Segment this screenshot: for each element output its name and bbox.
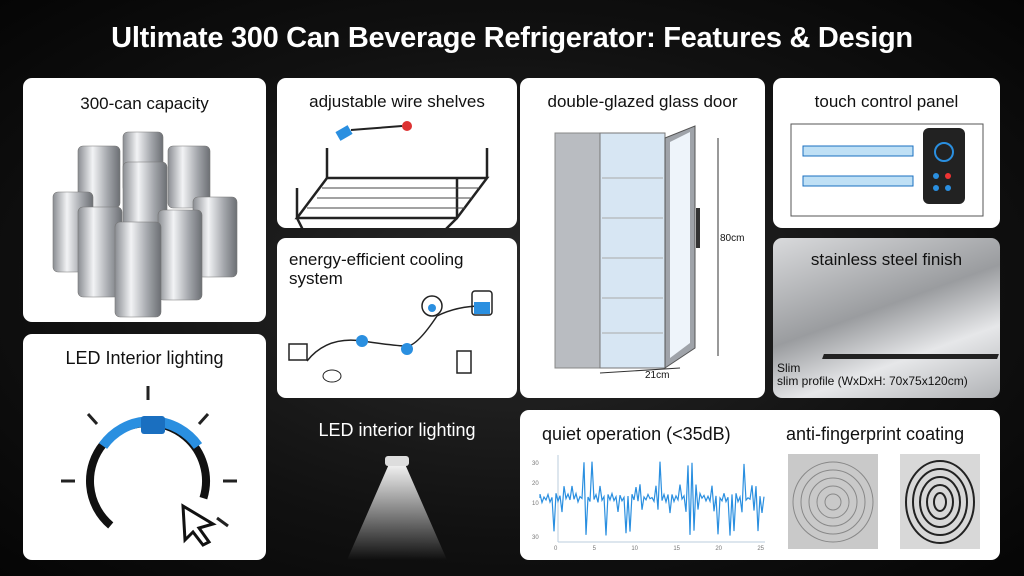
x-tick: 10 (631, 546, 638, 552)
quiet-label: quiet operation (<35dB) (542, 424, 731, 444)
y-tick: 10 (532, 501, 539, 507)
steel-label: stainless steel finish (810, 250, 963, 269)
cooling-diagram (288, 290, 493, 383)
sound-wave-chart (539, 455, 765, 543)
spotlight-icon (347, 456, 447, 560)
y-tick: 30 (532, 535, 539, 541)
height-dimension: 80cm (720, 233, 745, 244)
bottom-right-card: quiet operation (<35dB) anti-fingerprint… (520, 410, 1000, 560)
x-tick: 20 (715, 546, 722, 552)
fingerprint-icon (788, 454, 878, 549)
x-tick: 25 (757, 546, 764, 552)
fingerprint-label: anti-fingerprint coating (786, 424, 965, 444)
touch-panel-card: touch control panel (773, 78, 1000, 228)
cooling-label: energy-efficient cooling system (289, 250, 464, 288)
y-tick: 20 (532, 481, 539, 487)
waveform-line (539, 461, 765, 536)
light-dial-icon (61, 386, 237, 547)
led-dark-label: LED interior lighting (318, 420, 476, 440)
led-dark-section: LED interior lighting (277, 410, 517, 560)
x-tick: 0 (554, 546, 558, 552)
shelves-label: adjustable wire shelves (309, 92, 485, 111)
refrigerator-illustration (554, 125, 719, 374)
width-dimension: 21cm (645, 370, 670, 381)
capacity-card: 300-can capacity (23, 78, 266, 322)
glass-door-card: double-glazed glass door 80cm 21cm (520, 78, 765, 398)
control-panel-illustration (790, 123, 984, 217)
cans-illustration (52, 131, 238, 318)
cooling-card: energy-efficient cooling system (277, 238, 517, 398)
slim-dimensions: slim profile (WxDxH: 70x75x120cm) (777, 374, 968, 388)
x-tick: 15 (673, 546, 680, 552)
wire-shelf-illustration (294, 121, 490, 228)
y-tick: 30 (532, 461, 539, 467)
led-lighting-card: LED Interior lighting (23, 334, 266, 560)
led-label: LED Interior lighting (65, 348, 224, 368)
door-label: double-glazed glass door (547, 92, 738, 111)
capacity-label: 300-can capacity (80, 94, 209, 113)
touch-label: touch control panel (814, 92, 959, 111)
x-tick: 5 (592, 546, 596, 552)
shelves-card: adjustable wire shelves (277, 78, 517, 228)
slim-label: Slim (777, 361, 801, 375)
fingerprint-icon (900, 454, 980, 549)
page-title: Ultimate 300 Can Beverage Refrigerator: … (111, 22, 913, 54)
